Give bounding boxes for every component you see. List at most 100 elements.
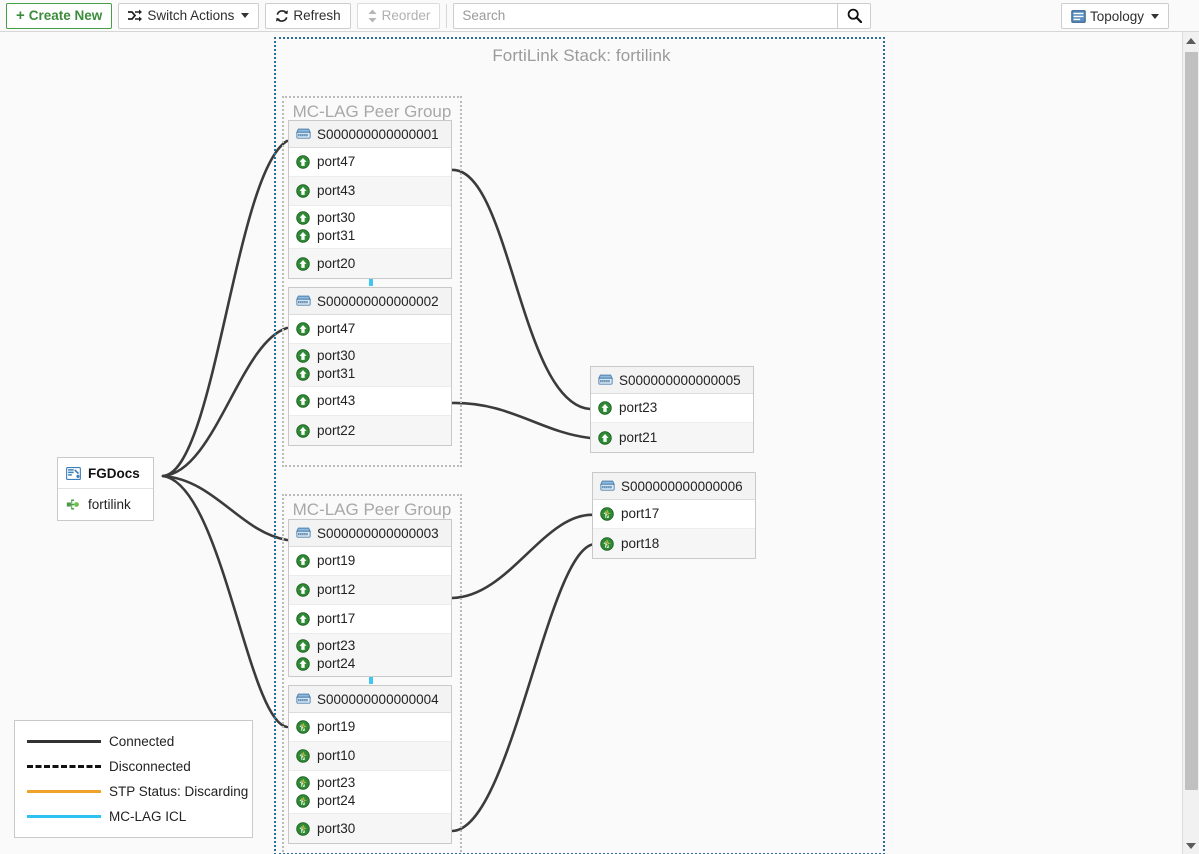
mclag-peer-group-label: MC-LAG Peer Group bbox=[292, 102, 452, 121]
port-entry[interactable]: port30 bbox=[296, 820, 451, 838]
port-entry[interactable]: port21 bbox=[598, 429, 753, 447]
search-input[interactable] bbox=[453, 2, 838, 29]
legend-swatch bbox=[27, 815, 101, 818]
switch-icon bbox=[600, 480, 615, 492]
search-button[interactable] bbox=[837, 2, 872, 29]
switch-header[interactable]: S000000000000004 bbox=[289, 686, 451, 713]
port-up-icon bbox=[296, 184, 310, 198]
port-entry[interactable]: port12 bbox=[296, 581, 451, 599]
switch-actions-button[interactable]: Switch Actions bbox=[118, 2, 260, 29]
switch-node[interactable]: S000000000000002 port47 port30 port31 port43… bbox=[288, 287, 452, 446]
port-row[interactable]: port10 bbox=[289, 742, 451, 771]
fortilink-interface-row[interactable]: fortilink bbox=[58, 489, 153, 520]
port-entry[interactable]: port47 bbox=[296, 320, 451, 338]
port-label: port23 bbox=[317, 638, 356, 653]
port-row[interactable]: port18 bbox=[593, 529, 755, 558]
port-entry[interactable]: port18 bbox=[600, 535, 755, 553]
port-row[interactable]: port19 bbox=[289, 547, 451, 576]
vertical-scrollbar[interactable] bbox=[1182, 32, 1199, 854]
switch-node[interactable]: S000000000000006 port17 port18 bbox=[592, 472, 756, 559]
port-entry[interactable]: port23 bbox=[296, 637, 451, 655]
port-row[interactable]: port47 bbox=[289, 315, 451, 344]
refresh-button[interactable]: Refresh bbox=[265, 2, 351, 29]
port-label: port30 bbox=[317, 348, 356, 363]
scroll-up-arrow[interactable] bbox=[1183, 32, 1199, 49]
port-entry[interactable]: port31 bbox=[296, 365, 451, 383]
port-entry[interactable]: port31 bbox=[296, 227, 451, 245]
switch-header[interactable]: S000000000000006 bbox=[593, 473, 755, 500]
switch-node[interactable]: S000000000000005 port23 port21 bbox=[590, 366, 754, 453]
port-label: port17 bbox=[317, 611, 356, 626]
fortigate-name-row[interactable]: FGDocs bbox=[58, 458, 153, 489]
scrollbar-thumb[interactable] bbox=[1185, 52, 1198, 790]
port-row[interactable]: port17 bbox=[593, 500, 755, 529]
switch-icon bbox=[296, 693, 311, 705]
port-row[interactable]: port47 bbox=[289, 148, 451, 177]
switch-actions-label: Switch Actions bbox=[147, 8, 235, 23]
port-entry[interactable]: port10 bbox=[296, 747, 451, 765]
port-entry[interactable]: port43 bbox=[296, 392, 451, 410]
view-mode-label: Topology bbox=[1089, 8, 1144, 24]
port-entry[interactable]: port20 bbox=[296, 255, 451, 273]
create-new-button[interactable]: + Create New bbox=[6, 2, 113, 29]
port-row[interactable]: port30 port31 bbox=[289, 344, 451, 387]
switch-header[interactable]: S000000000000001 bbox=[289, 121, 451, 148]
chevron-down-icon bbox=[1186, 842, 1196, 849]
fortigate-node[interactable]: FGDocs fortilink bbox=[57, 457, 154, 521]
port-entry[interactable]: port47 bbox=[296, 153, 451, 171]
port-entry[interactable]: port22 bbox=[296, 422, 451, 440]
legend-swatch bbox=[27, 790, 101, 793]
switch-id: S000000000000001 bbox=[317, 126, 439, 142]
port-entry[interactable]: port24 bbox=[296, 792, 451, 810]
switch-header[interactable]: S000000000000003 bbox=[289, 520, 451, 547]
view-mode-button[interactable]: Topology bbox=[1060, 3, 1169, 29]
port-entry[interactable]: port23 bbox=[296, 774, 451, 792]
port-row[interactable]: port23 port24 bbox=[289, 634, 451, 676]
port-entry[interactable]: port19 bbox=[296, 718, 451, 736]
switch-header[interactable]: S000000000000002 bbox=[289, 288, 451, 315]
port-up-icon bbox=[296, 211, 310, 225]
port-row[interactable]: port21 bbox=[591, 423, 753, 452]
shuffle-icon bbox=[128, 9, 143, 22]
port-row[interactable]: port12 bbox=[289, 576, 451, 605]
port-poe-up-icon bbox=[296, 749, 310, 763]
port-poe-up-icon bbox=[296, 821, 310, 836]
reorder-label: Reorder bbox=[381, 8, 431, 23]
port-entry[interactable]: port19 bbox=[296, 552, 451, 570]
fortigate-device-icon bbox=[66, 466, 81, 480]
port-entry[interactable]: port17 bbox=[296, 610, 451, 628]
port-label: port19 bbox=[317, 553, 356, 568]
port-up-icon bbox=[296, 554, 310, 568]
port-entry[interactable]: port30 bbox=[296, 347, 451, 365]
switch-node[interactable]: S000000000000003 port19 port12 port17 port23… bbox=[288, 519, 452, 677]
port-row[interactable]: port43 bbox=[289, 177, 451, 206]
switch-header[interactable]: S000000000000005 bbox=[591, 367, 753, 394]
port-entry[interactable]: port24 bbox=[296, 655, 451, 673]
port-row[interactable]: port43 bbox=[289, 387, 451, 416]
scroll-down-arrow[interactable] bbox=[1183, 837, 1199, 854]
port-entry[interactable]: port43 bbox=[296, 182, 451, 200]
port-row[interactable]: port23 bbox=[591, 394, 753, 423]
port-entry[interactable]: port30 bbox=[296, 209, 451, 227]
topology-canvas[interactable]: FortiLink Stack: fortilink MC-LAG Peer G… bbox=[0, 32, 1182, 854]
port-entry[interactable]: port23 bbox=[598, 399, 753, 417]
legend-label: Connected bbox=[109, 734, 175, 749]
port-entry[interactable]: port17 bbox=[600, 505, 755, 523]
port-poe-up-icon bbox=[600, 507, 614, 521]
port-up-icon bbox=[598, 401, 612, 415]
port-label: port21 bbox=[619, 429, 658, 445]
port-label: port22 bbox=[317, 422, 356, 438]
port-row[interactable]: port17 bbox=[289, 605, 451, 634]
port-row[interactable]: port19 bbox=[289, 713, 451, 742]
port-row[interactable]: port22 bbox=[289, 416, 451, 445]
port-row[interactable]: port30 bbox=[289, 814, 451, 843]
reorder-button[interactable]: Reorder bbox=[356, 2, 441, 29]
port-label: port24 bbox=[317, 656, 356, 671]
port-row[interactable]: port20 bbox=[289, 249, 451, 278]
port-label: port30 bbox=[317, 820, 356, 836]
legend-item: STP Status: Discarding bbox=[15, 779, 252, 804]
